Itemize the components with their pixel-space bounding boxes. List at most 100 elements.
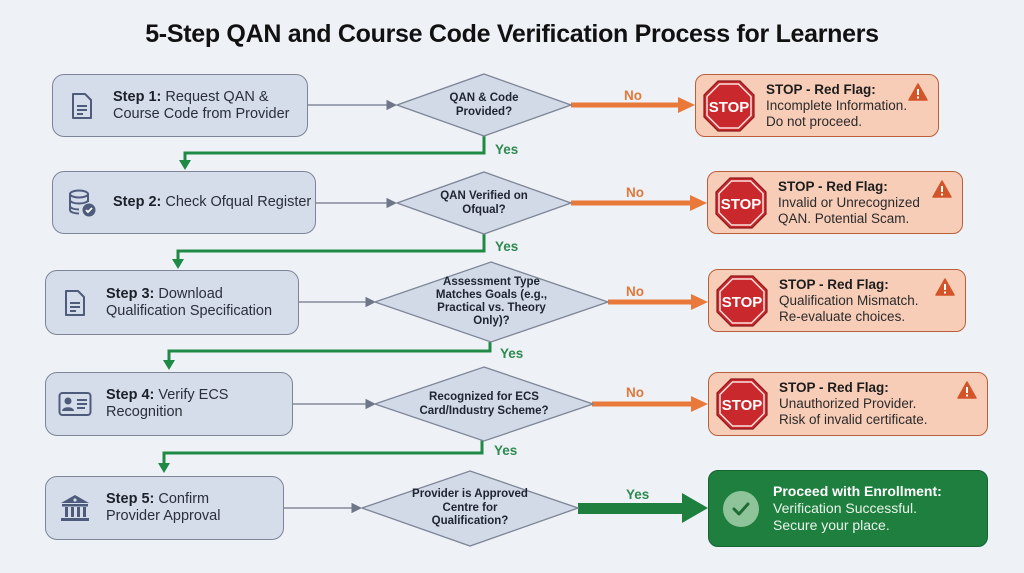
yes-arrowhead-1 xyxy=(179,160,191,170)
bank-building-icon xyxy=(58,493,92,523)
stop-sign-icon: STOP xyxy=(715,176,767,229)
step-2-text: Step 2: Check Ofqual Register xyxy=(113,194,311,211)
checkmark-icon xyxy=(723,490,759,527)
stop-sign-icon: STOP xyxy=(716,274,768,327)
step-text-line: Download xyxy=(158,285,223,302)
step-text-line: Course Code from Provider xyxy=(113,105,290,122)
stop-line: Unauthorized Provider. xyxy=(779,396,917,411)
stop-line: Do not proceed. xyxy=(766,113,863,129)
stop-line: Invalid or Unrecognized xyxy=(778,194,920,210)
stop-heading: STOP - Red Flag: xyxy=(779,276,889,292)
stop-sign-icon: STOP xyxy=(703,79,755,132)
yes-connector-4 xyxy=(162,440,484,465)
stop-line: Qualification Mismatch. xyxy=(779,292,919,308)
yes-label-4: Yes xyxy=(494,443,518,458)
step-text-line: Qualification Specification xyxy=(106,302,273,319)
warning-icon xyxy=(908,83,928,101)
yes-arrowhead-4 xyxy=(158,463,170,473)
yes-arrowhead-3 xyxy=(163,360,175,370)
diamond-shape xyxy=(361,470,579,547)
id-card-icon xyxy=(58,391,92,417)
diamond-shape xyxy=(396,73,572,137)
stop-heading: STOP - Red Flag: xyxy=(778,178,888,194)
database-check-icon xyxy=(65,188,99,218)
no-label-4: No xyxy=(626,385,644,400)
diamond-shape xyxy=(374,261,609,343)
stop-sign-icon: STOP xyxy=(716,378,768,430)
warning-icon xyxy=(932,180,952,198)
stop-heading: STOP - Red Flag: xyxy=(779,380,889,395)
document-icon xyxy=(65,92,99,120)
warning-icon xyxy=(935,278,955,296)
step-1-box[interactable]: Step 1: Request QAN &Course Code from Pr… xyxy=(52,74,308,137)
step-label: Step 2: xyxy=(113,194,162,210)
yes-arrowhead-2 xyxy=(172,259,184,269)
yes-arrow-proceed xyxy=(578,493,708,523)
no-label-3: No xyxy=(626,284,644,299)
step-text-line: Check Ofqual Register xyxy=(165,194,312,210)
step-text-line: Recognition xyxy=(106,404,183,420)
no-arrow-2 xyxy=(571,195,707,211)
yes-connector-3 xyxy=(167,342,492,362)
yes-label-3: Yes xyxy=(500,346,524,361)
page-title: 5-Step QAN and Course Code Verification … xyxy=(145,20,879,48)
step-text-line: Provider Approval xyxy=(106,508,221,524)
stop-box-1[interactable]: STOP STOP - Red Flag:Incomplete Informat… xyxy=(695,74,939,137)
yes-label-5: Yes xyxy=(626,487,650,502)
yes-label-1: Yes xyxy=(495,142,519,157)
stop-box-2[interactable]: STOP STOP - Red Flag:Invalid or Unrecogn… xyxy=(707,171,963,234)
no-arrow-3 xyxy=(608,294,708,310)
stop-box-4[interactable]: STOP STOP - Red Flag:Unauthorized Provid… xyxy=(708,372,988,436)
proceed-line: Secure your place. xyxy=(773,517,890,533)
stop-sign-text: STOP xyxy=(722,294,763,311)
step-text-line: Verify ECS xyxy=(158,387,229,403)
stop-line: Re-evaluate choices. xyxy=(779,308,906,324)
yes-connector-1 xyxy=(183,136,486,162)
stop-line: Incomplete Information. xyxy=(766,97,908,113)
stop-box-3[interactable]: STOP STOP - Red Flag:Qualification Misma… xyxy=(708,269,966,332)
stop-heading: STOP - Red Flag: xyxy=(766,81,876,97)
step-label: Step 4: xyxy=(106,387,155,403)
step-label: Step 5: xyxy=(106,491,155,507)
step-label: Step 1: xyxy=(113,88,162,105)
stop-line: Risk of invalid certificate. xyxy=(779,412,928,427)
stop-line: QAN. Potential Scam. xyxy=(778,210,910,226)
step-label: Step 3: xyxy=(106,285,155,302)
step-text-line: Confirm xyxy=(158,491,210,507)
stop-sign-text: STOP xyxy=(721,196,762,213)
warning-icon xyxy=(957,381,977,399)
no-label-2: No xyxy=(626,185,644,200)
yes-connector-2 xyxy=(176,234,486,261)
stop-sign-text: STOP xyxy=(709,99,750,116)
diamond-shape xyxy=(396,171,572,235)
step-text-line: Request QAN & xyxy=(165,88,269,105)
step-1-text: Step 1: Request QAN &Course Code from Pr… xyxy=(113,89,290,123)
document-icon xyxy=(58,289,92,317)
proceed-enrollment-box[interactable]: Proceed with Enrollment:Verification Suc… xyxy=(708,470,988,547)
proceed-heading: Proceed with Enrollment: xyxy=(773,483,942,499)
diamond-shape xyxy=(374,366,594,442)
yes-label-2: Yes xyxy=(495,239,519,254)
no-label-1: No xyxy=(624,88,642,103)
no-arrow-1 xyxy=(571,97,695,113)
step-2-box[interactable]: Step 2: Check Ofqual Register xyxy=(52,171,316,234)
stop-sign-text: STOP xyxy=(722,397,763,414)
no-arrow-4 xyxy=(592,396,708,412)
